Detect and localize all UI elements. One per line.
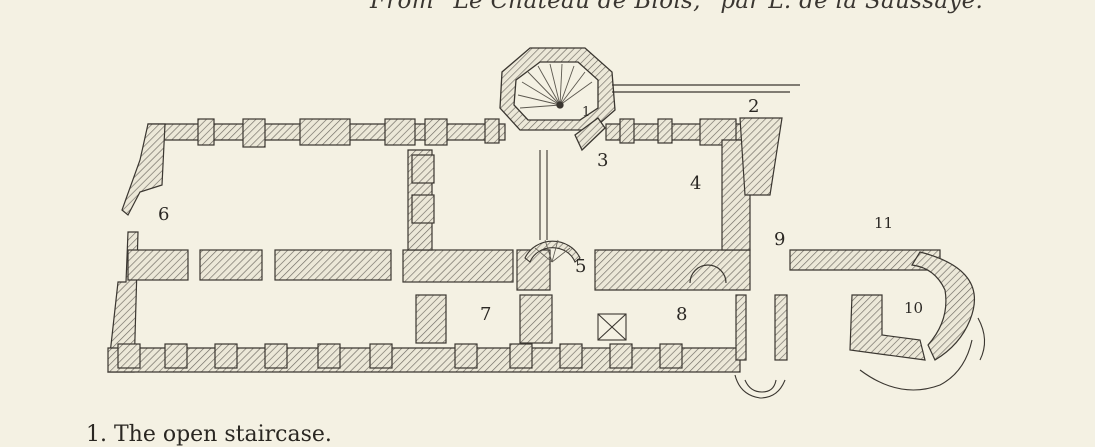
tower-2-block [739,117,783,196]
label-room-10: 10 [904,299,923,317]
room-10-wall [849,294,926,361]
label-room-3: 3 [597,150,608,171]
north-buttress [242,118,266,148]
staircase-tower [499,47,616,152]
north-buttress [299,118,351,146]
south-wall [107,347,741,373]
north-buttress [424,118,448,146]
north-buttress [484,118,500,144]
legend-caption: 1. The open staircase. [86,422,332,447]
well-symbol [597,313,627,341]
label-room-1: 1 [582,105,590,120]
north-buttress [384,118,416,146]
north-buttress [197,118,215,146]
label-room-11: 11 [874,214,893,232]
label-room-5: 5 [575,256,586,277]
label-room-8: 8 [676,304,687,325]
label-room-2: 2 [748,96,759,117]
label-room-7: 7 [480,304,491,325]
west-wall [121,123,166,216]
east-curved-wall [911,251,975,361]
label-room-6: 6 [158,204,169,225]
spiral-staircase-5 [524,239,581,263]
corridor-wall [127,249,189,281]
room-8-wall [594,249,751,291]
pillar [519,294,553,344]
label-room-9: 9 [774,229,785,250]
label-room-4: 4 [690,173,701,194]
source-credit: From “Le Château de Blois,” par L. de la… [370,0,984,14]
pillar [415,294,447,344]
